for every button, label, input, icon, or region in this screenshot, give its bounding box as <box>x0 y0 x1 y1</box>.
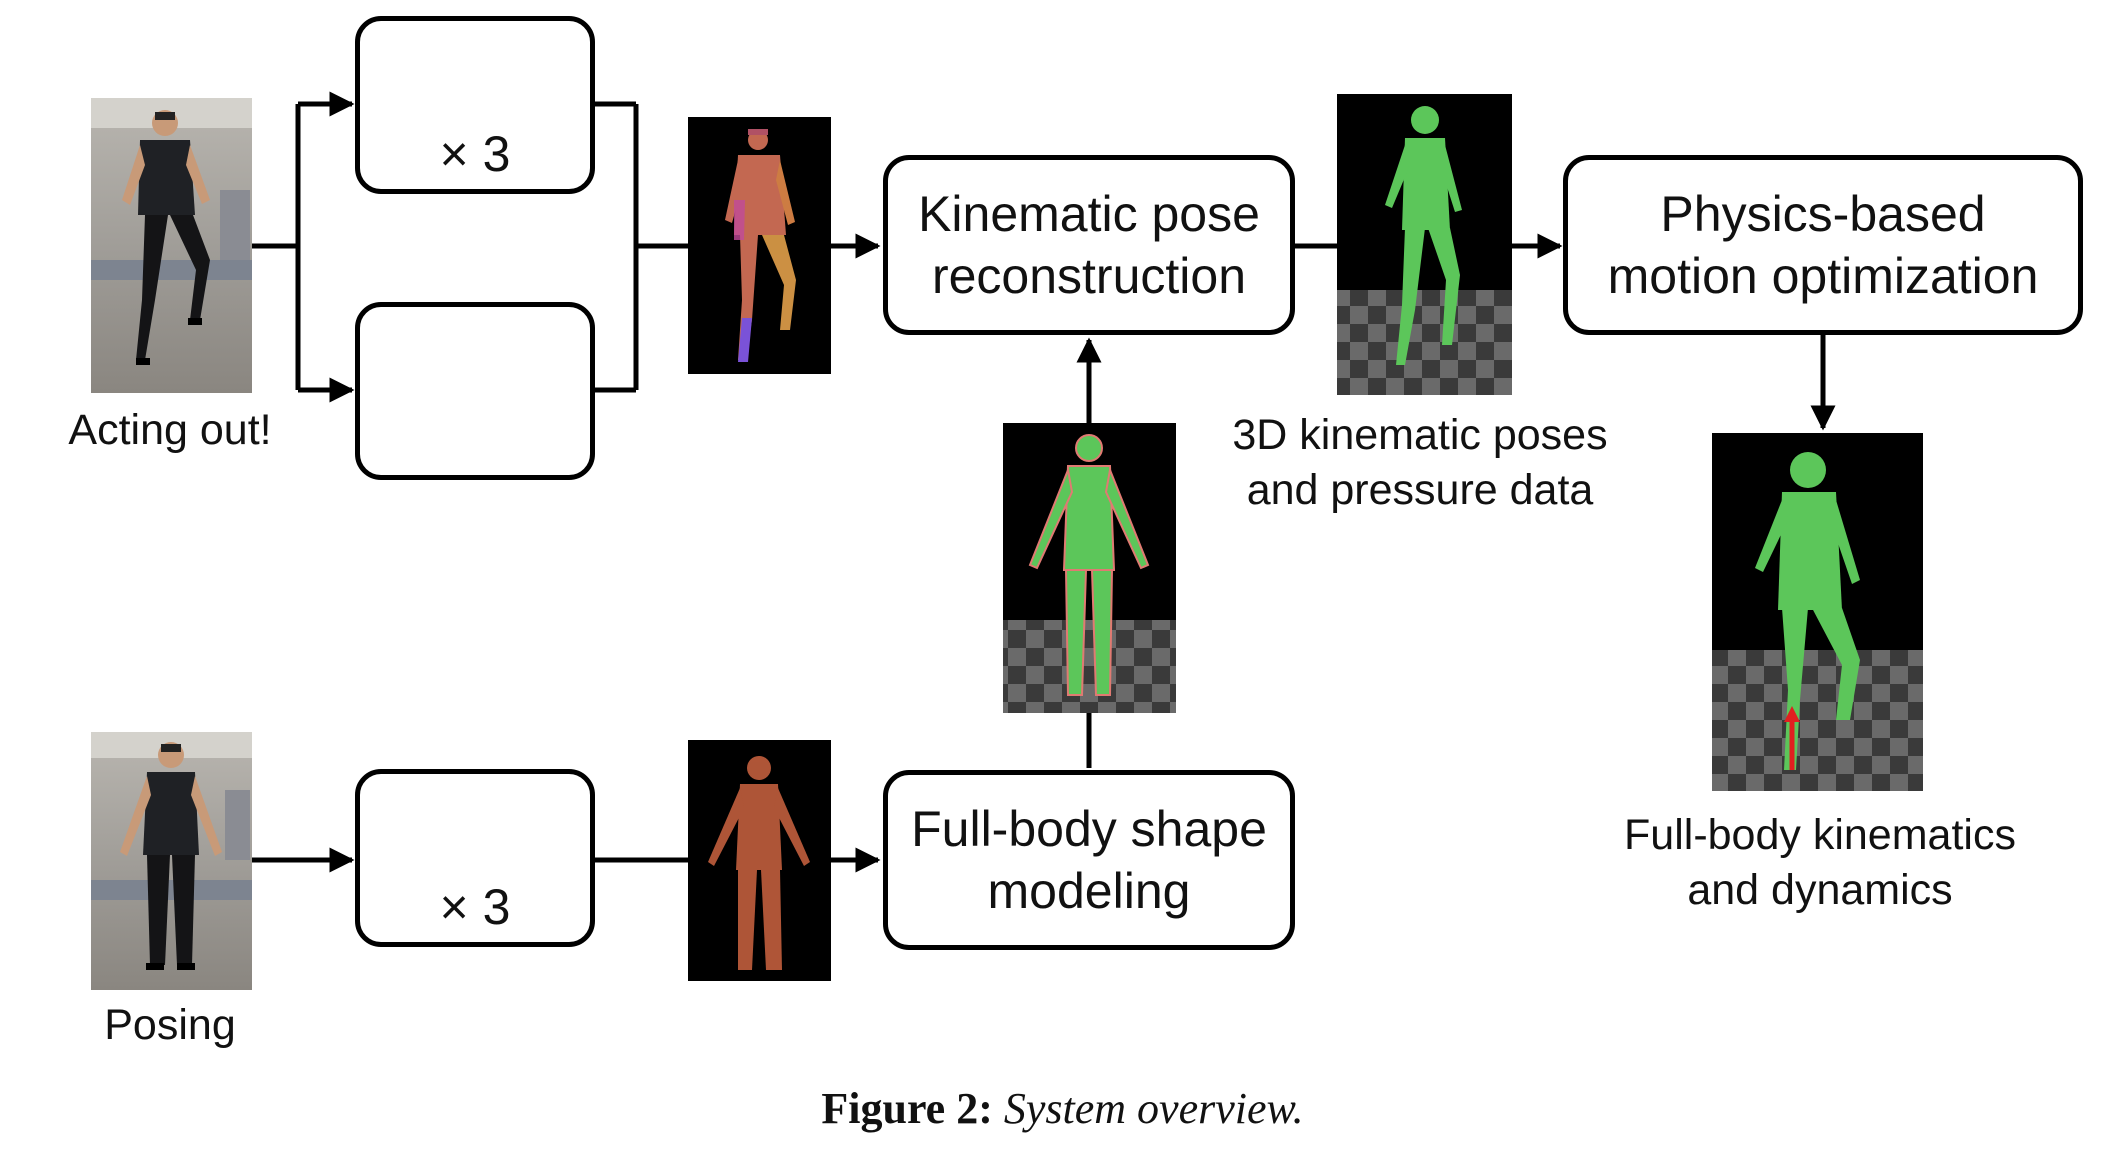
shape-title-line1: Full-body shape <box>911 801 1267 857</box>
output-label-line1: Full-body kinematics <box>1624 811 2016 859</box>
kinematic-poses-image <box>1337 94 1512 395</box>
kinematic-title-line1: Kinematic pose <box>918 186 1260 242</box>
output-label: Full-body kinematics and dynamics <box>1600 808 2040 918</box>
poses-label: 3D kinematic poses and pressure data <box>1180 408 1660 518</box>
point-cloud-posing-image <box>688 740 831 981</box>
kinematic-pose-box: Kinematic pose reconstruction <box>883 155 1295 335</box>
point-cloud-acting-image <box>688 117 831 374</box>
physics-optimization-box: Physics-based motion optimization <box>1563 155 2083 335</box>
kinematic-title-line2: reconstruction <box>931 248 1247 304</box>
posing-label: Posing <box>104 1001 236 1049</box>
physics-title-line1: Physics-based <box>1660 186 1986 242</box>
output-label-line2: and dynamics <box>1687 866 1953 914</box>
poses-label-line1: 3D kinematic poses <box>1232 411 1608 459</box>
posing-photo <box>91 732 252 990</box>
acting-label: Acting out! <box>68 406 272 454</box>
acting-photo <box>91 98 252 393</box>
physics-title-line2: motion optimization <box>1607 248 2039 304</box>
caption-text: System overview. <box>1003 1084 1304 1133</box>
shape-modeling-box: Full-body shape modeling <box>883 770 1295 950</box>
shape-mesh-image <box>1003 423 1176 713</box>
caption-label: Figure 2: <box>821 1084 993 1133</box>
kinect-bottom-box: × 3 <box>355 769 595 947</box>
figure-caption: Figure 2: System overview. <box>0 1083 2125 1134</box>
shoes-box <box>355 302 595 480</box>
connectors <box>252 91 1836 873</box>
kinect-bottom-count: × 3 <box>439 879 511 935</box>
poses-label-line2: and pressure data <box>1246 466 1594 514</box>
kinect-top-box: × 3 <box>355 16 595 194</box>
kinect-top-count: × 3 <box>439 126 511 182</box>
shape-title-line2: modeling <box>987 863 1191 919</box>
output-dynamics-image <box>1712 433 1923 791</box>
